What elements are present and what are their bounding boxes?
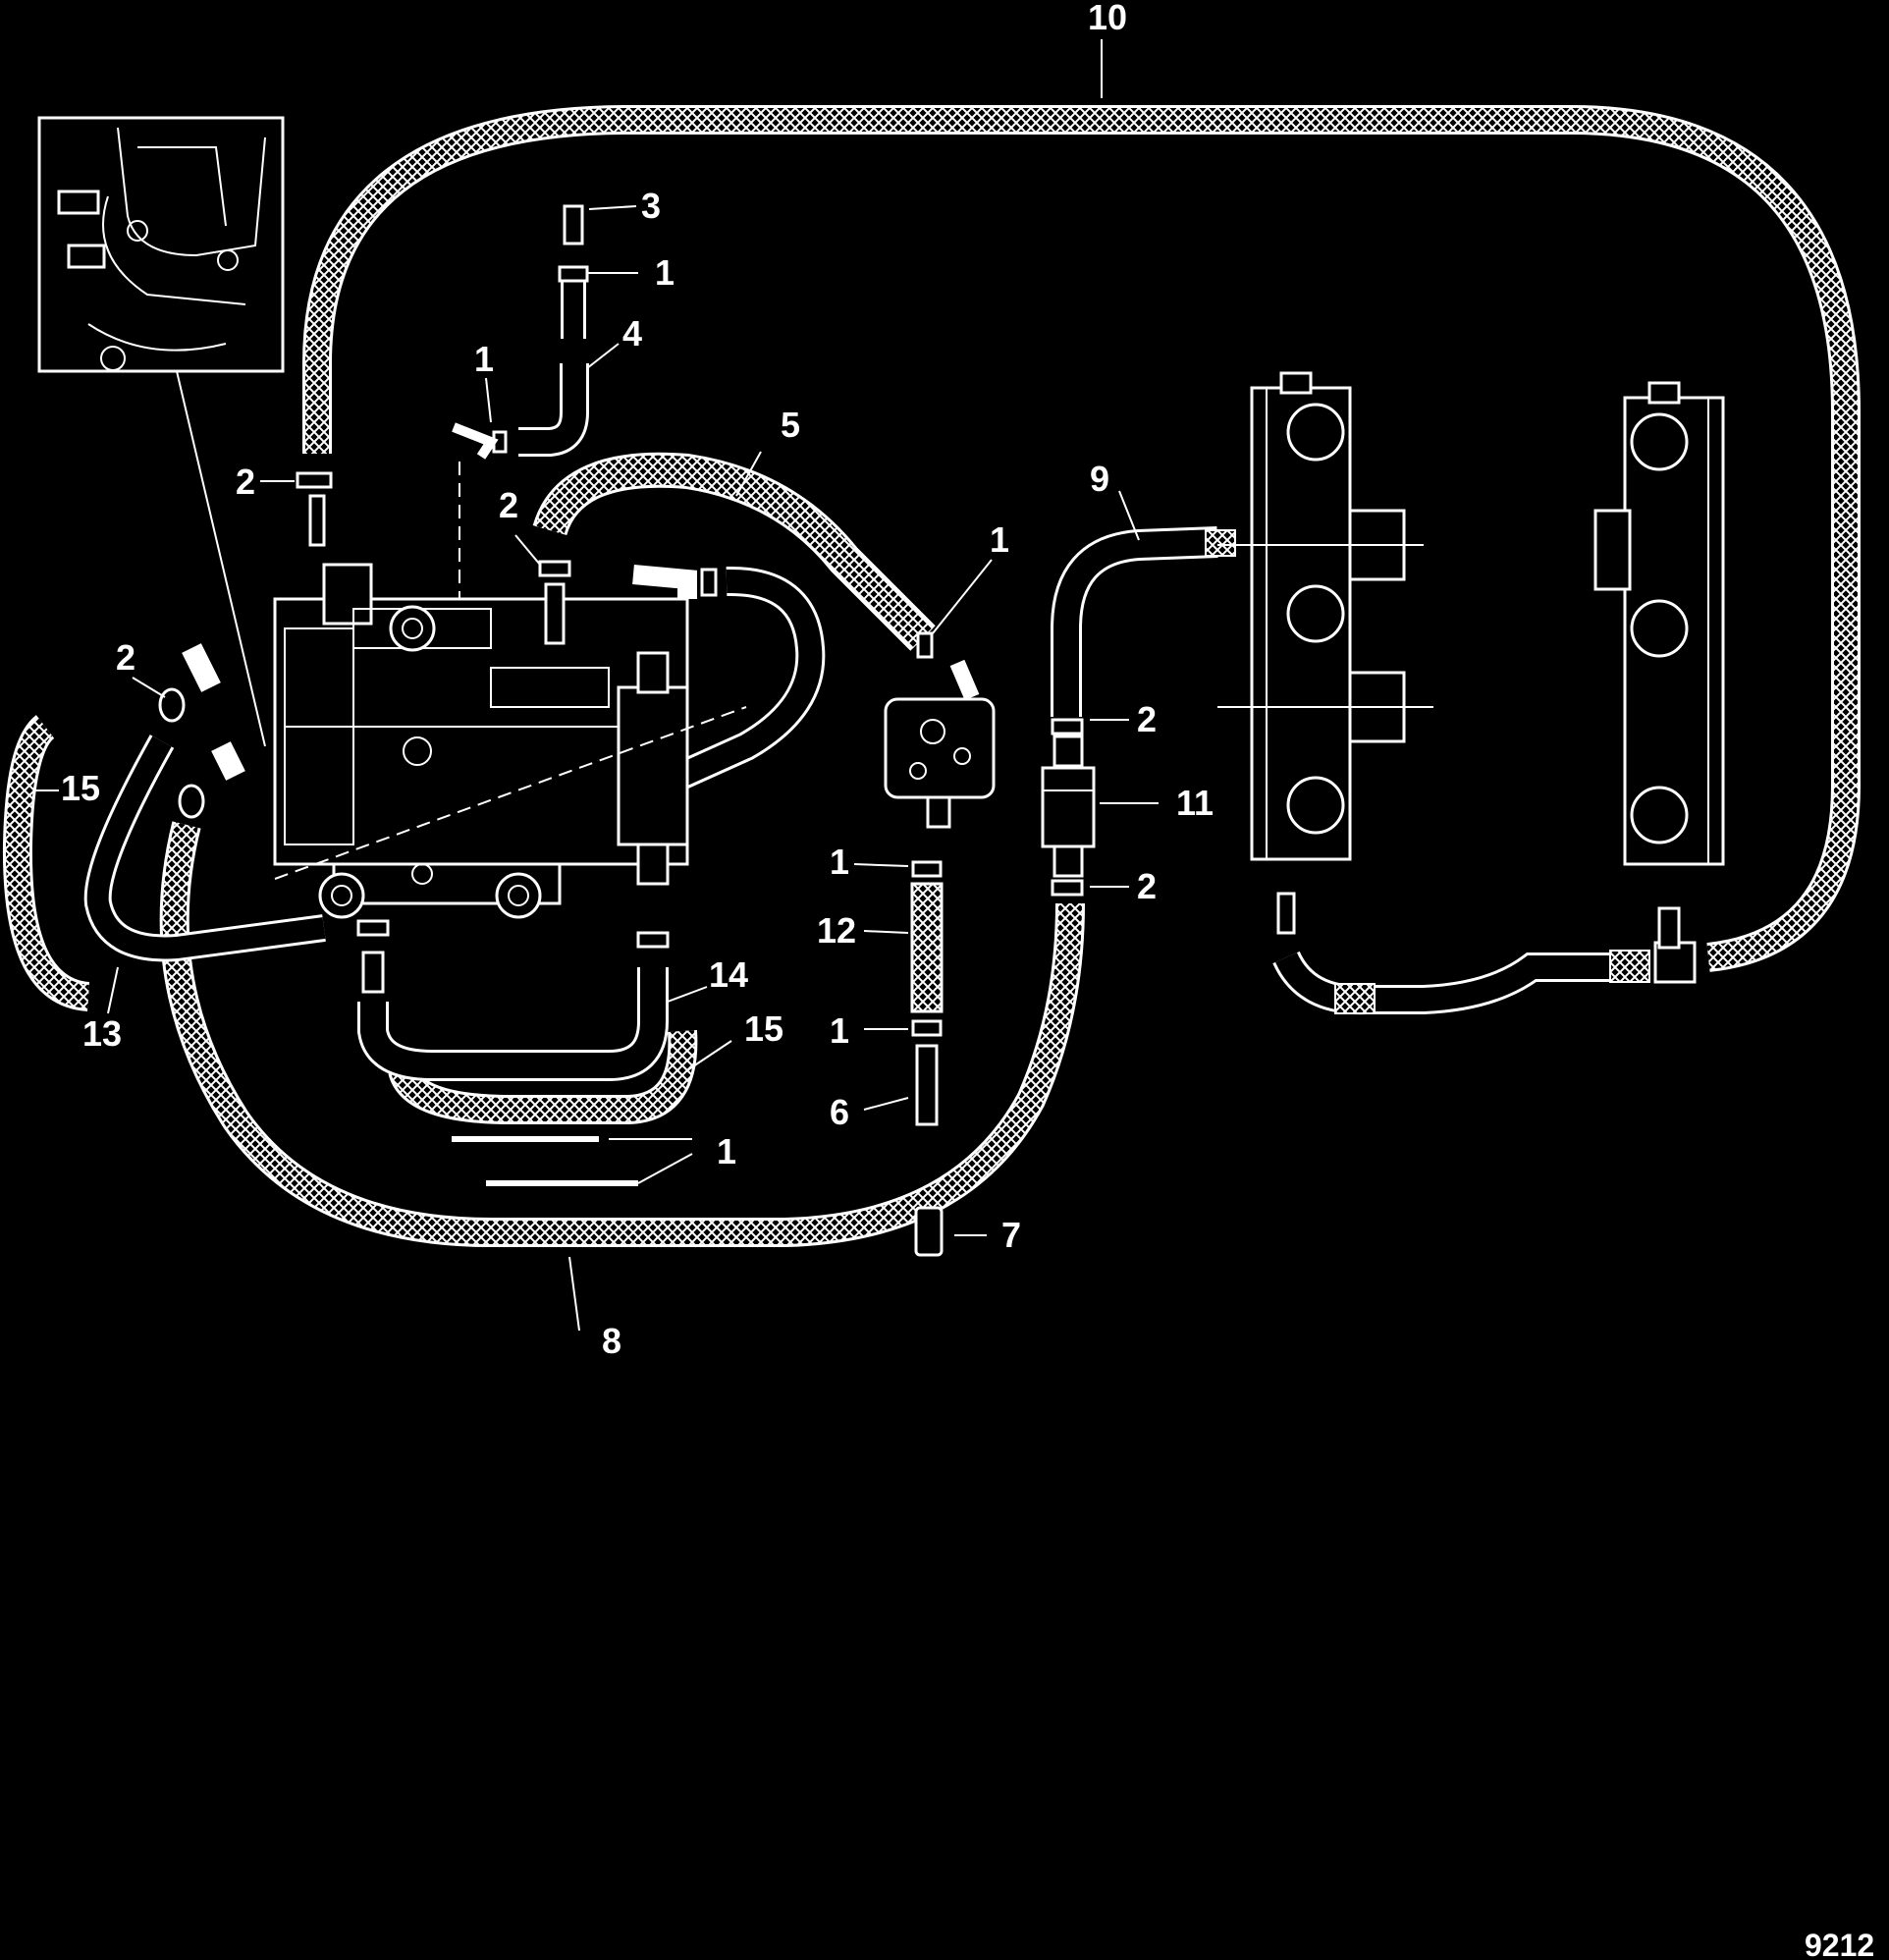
fuel-rail-right	[1593, 381, 1725, 866]
clamp-2-filter-top	[1051, 718, 1084, 735]
callout-13: 13	[82, 1013, 122, 1054]
callout-labels: 10 3 1 4 1 5 9 2 2 1 2 2 15 11 1 2 12 14…	[61, 0, 1874, 1960]
clamp-1-top	[558, 265, 589, 283]
callout-5: 5	[781, 405, 800, 445]
callout-1: 1	[830, 842, 849, 882]
clamp-2-top-left	[296, 471, 333, 489]
callout-2: 2	[499, 485, 518, 525]
hose-10-braided	[302, 105, 1861, 972]
callout-15: 15	[61, 768, 100, 808]
hose-14	[357, 967, 669, 1081]
callout-1: 1	[990, 519, 1009, 560]
vapor-separator-assembly	[273, 563, 747, 919]
callout-1: 1	[655, 252, 675, 293]
callout-3: 3	[641, 186, 661, 226]
inset-detail	[37, 116, 285, 747]
callout-2: 2	[116, 637, 135, 678]
callout-2: 2	[236, 462, 255, 502]
hose-15-left-braided	[2, 715, 90, 1011]
callout-12: 12	[817, 910, 856, 951]
fitting-3	[563, 204, 584, 245]
callout-8: 8	[602, 1321, 621, 1361]
clamp-2-left	[158, 687, 186, 723]
clamp-2-center	[538, 560, 571, 577]
clamp-2-filter-bottom	[1051, 879, 1084, 897]
callout-1: 1	[474, 339, 494, 379]
callout-9: 9	[1090, 459, 1109, 499]
callout-2: 2	[1137, 699, 1157, 739]
fitting-6	[915, 1044, 939, 1126]
hose-9	[1051, 526, 1236, 717]
hose-fuel-rail	[1272, 906, 1697, 1015]
fuel-rail-left	[1217, 371, 1433, 935]
hose-15-lower-braided	[388, 1030, 698, 1124]
cap-7	[914, 1206, 944, 1257]
clamp-1-upper	[911, 860, 943, 878]
callout-7: 7	[1001, 1215, 1021, 1255]
hose-return-upper	[543, 566, 826, 848]
hose-5-braided	[532, 452, 936, 651]
callout-1: 1	[830, 1010, 849, 1051]
callout-10: 10	[1088, 0, 1127, 37]
fuel-pump	[884, 659, 996, 829]
callout-15: 15	[744, 1008, 783, 1049]
callout-2: 2	[1137, 866, 1157, 906]
fittings	[158, 204, 1084, 1257]
fuel-filter	[1041, 735, 1096, 878]
callout-11: 11	[1176, 783, 1214, 823]
figure-number: 9212	[1805, 1928, 1874, 1960]
hose-12-braided	[910, 882, 944, 1013]
hose-13	[83, 735, 326, 962]
callout-14: 14	[709, 954, 748, 995]
callout-1: 1	[717, 1131, 736, 1171]
hose-8-braided	[159, 821, 1085, 1247]
callout-6: 6	[830, 1092, 849, 1132]
leader-lines	[35, 39, 1159, 1332]
clamp-1-lower	[911, 1019, 943, 1037]
hose-4	[518, 280, 589, 457]
clamp-1-pump	[916, 631, 934, 659]
callout-4: 4	[622, 313, 642, 354]
